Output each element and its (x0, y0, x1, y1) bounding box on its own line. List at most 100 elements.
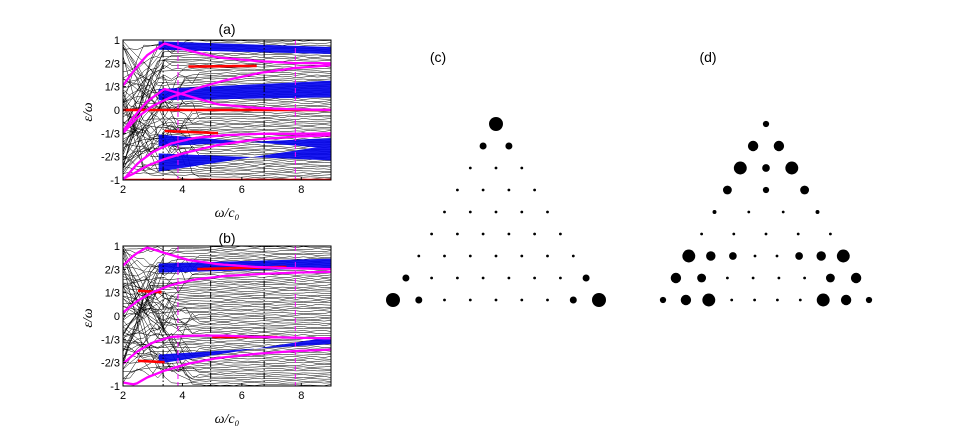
panel-d-site (795, 252, 803, 260)
panel-c-site (489, 117, 503, 131)
panel-d-site (706, 251, 716, 261)
panel-a-ylabel: ε/ω (81, 102, 96, 121)
panel-c-site (569, 296, 577, 304)
panel-d-site (865, 296, 873, 304)
panel-c-site (456, 188, 459, 192)
panel-d-site (729, 252, 737, 260)
panel-a-spectrum-line (123, 55, 331, 172)
panel-d-site (829, 232, 832, 236)
panel-c-site (443, 254, 446, 258)
panel-a-y-tick-label: 2/3 (105, 58, 120, 70)
panel-c-site (468, 210, 472, 214)
panel-b-x-tick-label: 6 (239, 390, 245, 402)
panel-b-magenta-series (123, 348, 331, 386)
panel-a-red-series (164, 129, 219, 135)
panel-c-site (481, 232, 485, 236)
panel-a-spectrum-line (123, 45, 331, 150)
panel-d-site (753, 254, 757, 258)
panel-b-spectrum-line (123, 270, 331, 361)
panel-b-blue-band (158, 337, 331, 364)
panel-d-site (796, 232, 800, 236)
panel-c-site (481, 276, 485, 280)
panel-b-spectrum-line (123, 345, 331, 364)
panel-d-site (777, 276, 781, 280)
panel-b-spectrum-line (123, 320, 331, 358)
panel-b-ylabel: ε/ω (81, 308, 96, 327)
panel-a-spectrum-line (123, 94, 331, 122)
panel-c-site (481, 188, 485, 192)
panel-c-site (559, 276, 562, 280)
panel-d-site (850, 272, 862, 284)
panel-d-site (825, 273, 835, 283)
panel-a-magenta-series (123, 132, 331, 180)
panel-b-spectrum-line (123, 250, 331, 282)
panel-b-red-series (137, 359, 165, 364)
panel-c-site (415, 296, 423, 304)
panel-c-site (417, 254, 421, 258)
panel-a-spectrum-line (123, 106, 331, 147)
panel-b-spectrum-line (123, 360, 331, 379)
panel-b-y-tick-label: -2/3 (101, 358, 120, 370)
panel-a-spectrum-line (123, 124, 331, 166)
panel-b-spectrum-line (123, 298, 331, 316)
panel-c-site (494, 298, 498, 302)
panel-c-label: (c) (430, 49, 446, 65)
panel-c-site (533, 276, 536, 280)
panel-b-spectrum-line (123, 248, 331, 380)
panel-d-label: (d) (699, 49, 716, 65)
panel-c-site (520, 166, 524, 170)
panel-a-spectrum-line (123, 112, 331, 171)
panel-a-x-tick-label: 2 (120, 184, 126, 196)
panel-b-spectrum-line (123, 258, 331, 336)
panel-a-spectrum-line (123, 102, 331, 176)
panel-d-site (773, 140, 785, 152)
panel-b-spectrum-line (123, 326, 331, 382)
panel-b-spectrum-line (123, 294, 331, 383)
panel-b-spectrum-line (123, 278, 331, 336)
panel-a-y-tick-label: 1 (114, 35, 120, 47)
panel-a-spectrum-line (123, 157, 331, 170)
panel-b-spectrum-line (123, 305, 331, 319)
panel-a-spectrum-line (123, 122, 331, 175)
panel-d-site (785, 161, 799, 175)
panel-d-site (800, 185, 810, 195)
panel-d-site (803, 276, 806, 280)
panel-c-site (443, 298, 446, 302)
panel-b-spectrum-line (123, 290, 331, 370)
panel-a-magenta-series (123, 64, 331, 134)
panel-c-site (456, 276, 459, 280)
panel-d-site (816, 251, 826, 261)
panel-c-site (546, 254, 549, 258)
panel-d-site (697, 273, 707, 283)
panel-d-site (816, 293, 830, 307)
panel-b-spectrum-line (123, 251, 331, 370)
panel-c-site (571, 254, 575, 258)
panel-d-site (730, 298, 734, 302)
panel-d-site (762, 186, 770, 194)
panel-b-x-tick-label: 8 (298, 390, 304, 402)
panel-c-site (494, 210, 498, 214)
panel-a-x-tick-label: 6 (239, 184, 245, 196)
panel-a-spectrum-line (123, 70, 331, 167)
panel-d-site (747, 210, 751, 214)
panel-a-x-tick-label: 4 (179, 184, 185, 196)
panel-b-spectrum-line (123, 297, 331, 379)
panel-b-spectrum-line (123, 249, 331, 340)
panel-d-site (722, 185, 732, 195)
panel-a-y-tick-label: -1/3 (101, 128, 120, 140)
panel-a-xlabel: ω/c₀ (215, 206, 240, 221)
panel-a-spectrum-line (123, 60, 331, 153)
panel-b-y-tick-label: 2/3 (105, 264, 120, 276)
panel-c-site (546, 298, 549, 302)
panel-b-spectrum-line (123, 359, 331, 373)
panel-b-spectrum-line (123, 275, 331, 284)
panel-d-site (762, 164, 770, 172)
panel-c-site (468, 254, 472, 258)
panel-b-magenta-series (123, 270, 331, 314)
panel-b-spectrum-line (123, 268, 331, 330)
panel-b-magenta-series (123, 334, 331, 365)
panel-a-spectrum-line (123, 42, 331, 136)
panel-b-spectrum-line (123, 296, 331, 328)
